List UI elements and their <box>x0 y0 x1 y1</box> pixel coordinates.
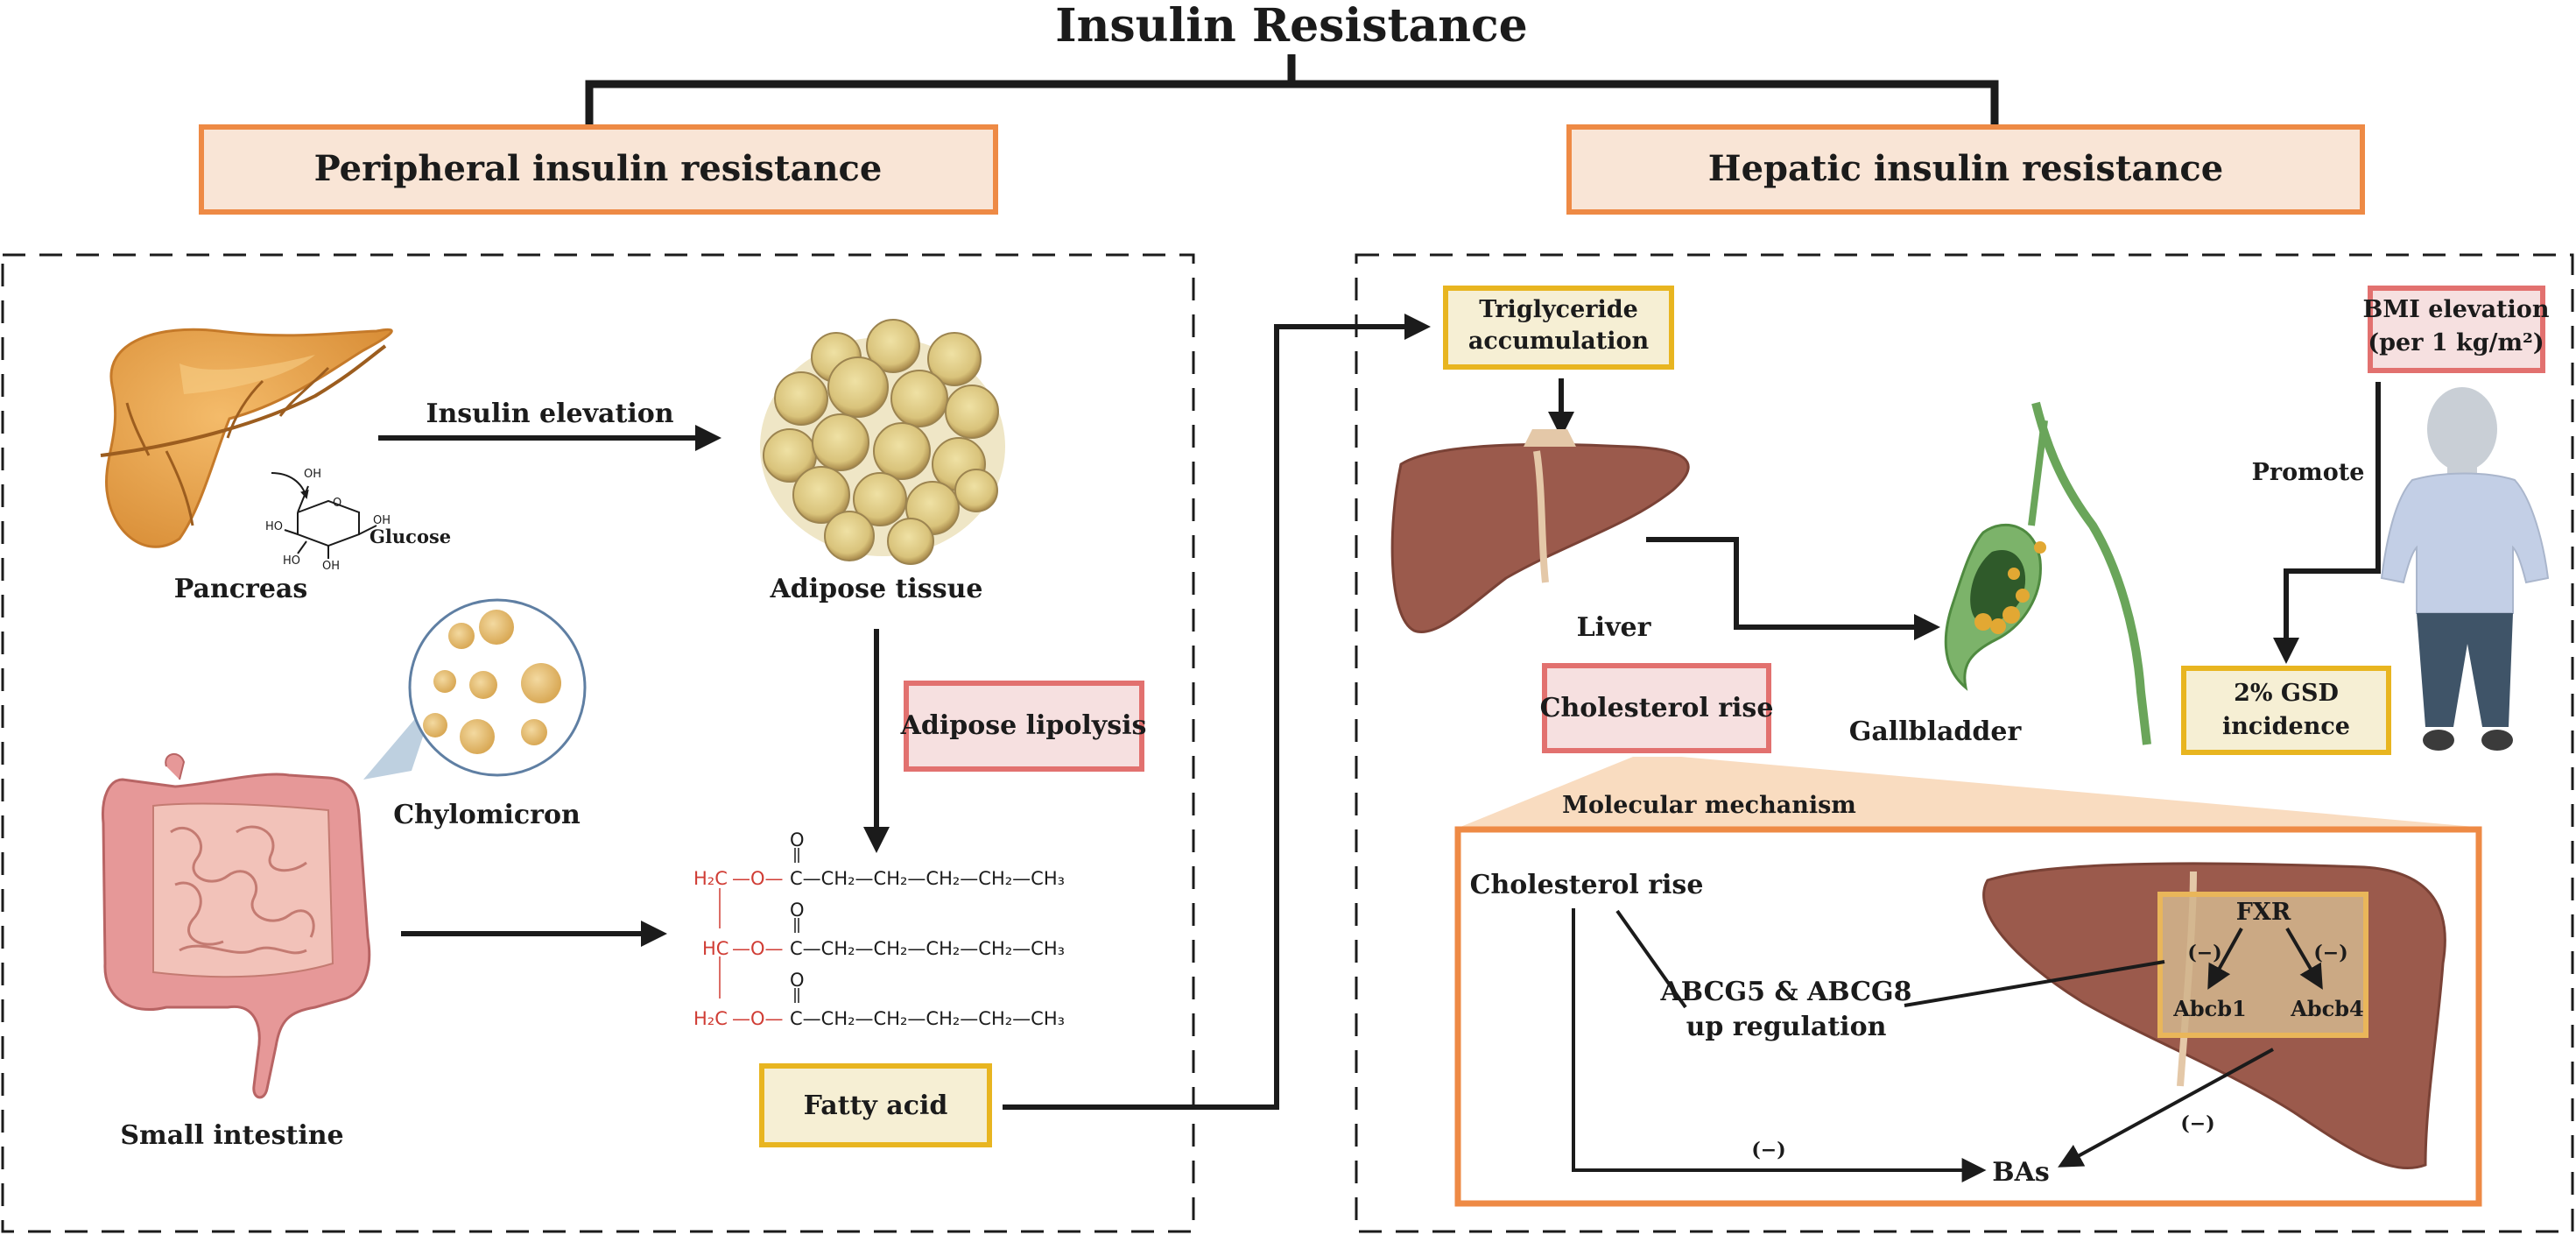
person-illustration <box>2380 387 2550 751</box>
inhibit-liver-label: (−) <box>2180 1112 2214 1135</box>
triglyceride-line1: Triglyceride <box>1479 296 1638 323</box>
chem-chain-3: C—CH₂—CH₂—CH₂—CH₂—CH₃ <box>790 1008 1065 1029</box>
fatty-acid-text: Fatty acid <box>804 1090 948 1121</box>
abcb4-label: Abcb4 <box>2290 996 2364 1021</box>
peripheral-panel <box>1 253 1195 1233</box>
hepatic-header: Hepatic insulin resistance <box>1566 124 2365 215</box>
abcg-line2: up regulation <box>1686 1012 1887 1042</box>
liver-illustration <box>1390 429 1690 633</box>
fxr-box <box>2157 892 2368 1038</box>
hepatic-panel <box>1355 253 2574 1233</box>
chylomicron-illustration <box>363 598 587 780</box>
adipose-lipolysis-box: Adipose lipolysis <box>900 681 1147 772</box>
mechanism-callout <box>1460 757 2474 827</box>
chem-carbonyl-o-3: O <box>790 970 805 991</box>
small-intestine-illustration <box>101 753 371 1099</box>
chem-carbonyl-o-2: O <box>790 900 805 921</box>
inhibit-left-label: (−) <box>2187 942 2221 964</box>
fxr-label: FXR <box>2236 899 2291 926</box>
gallbladder-label: Gallbladder <box>1849 716 2023 747</box>
adipose-lipolysis-text: Adipose lipolysis <box>900 710 1147 741</box>
chem-glycerol-2: HC <box>702 938 728 959</box>
cholesterol-to-abcg-line <box>1615 909 1687 1009</box>
cholesterol-rise-box: Cholesterol rise <box>1540 663 1774 753</box>
peripheral-header: Peripheral insulin resistance <box>199 124 998 215</box>
gallbladder-illustration <box>1944 401 2151 745</box>
fxr-to-abcb4-arrow <box>2285 927 2323 990</box>
glucose-label: Glucose <box>370 526 451 547</box>
chem-ester-1: —O— <box>732 868 784 889</box>
chem-glycerol-3: H₂C <box>693 1008 728 1029</box>
adipose-tissue-illustration <box>760 319 1005 565</box>
cholesterol-to-bas-arrow <box>1572 908 1987 1182</box>
triglyceride-structure <box>719 848 799 1003</box>
inhibit-bottom-label: (−) <box>1751 1139 1785 1161</box>
bmi-line1: BMI elevation <box>2363 296 2550 323</box>
cholesterol-rise-box-text: Cholesterol rise <box>1540 693 1774 723</box>
hepatic-header-text: Hepatic insulin resistance <box>1708 148 2223 189</box>
fatty-acid-box: Fatty acid <box>759 1063 992 1147</box>
mechanism-cholesterol-rise: Cholesterol rise <box>1470 870 1704 900</box>
abcb1-label: Abcb1 <box>2172 996 2247 1021</box>
abcg-to-fxr-line <box>1904 960 2165 1007</box>
glucose-ho-bottom: HO <box>283 554 300 568</box>
pancreas-label: Pancreas <box>174 574 308 604</box>
glucose-oh-top: OH <box>304 468 321 481</box>
glucose-oh-right: OH <box>373 514 391 527</box>
glucose-curved-arrow <box>271 472 309 499</box>
gsd-line2: incidence <box>2222 713 2350 740</box>
promote-label: Promote <box>2252 459 2365 486</box>
chem-chain-1: C—CH₂—CH₂—CH₂—CH₂—CH₃ <box>790 868 1065 889</box>
bmi-line2: (per 1 kg/m²) <box>2368 329 2544 356</box>
gsd-incidence-box: 2% GSD incidence <box>2181 666 2391 755</box>
glucose-molecule <box>284 485 377 559</box>
chem-chain-2: C—CH₂—CH₂—CH₂—CH₂—CH₃ <box>790 938 1065 959</box>
liver-label: Liver <box>1577 612 1652 643</box>
chem-carbonyl-o-1: O <box>790 829 805 850</box>
abcg-line1: ABCG5 & ABCG8 <box>1659 977 1911 1007</box>
mechanism-header: Molecular mechanism <box>1562 792 1856 819</box>
chem-glycerol-1: H₂C <box>693 868 728 889</box>
chem-ester-3: —O— <box>732 1008 784 1029</box>
glucose-ring-o: O <box>333 497 341 510</box>
triglyceride-box: Triglyceride accumulation <box>1443 286 1674 370</box>
glucose-oh-bottom: OH <box>322 560 340 573</box>
bmi-box: BMI elevation (per 1 kg/m²) <box>2363 286 2550 373</box>
inhibit-right-label: (−) <box>2313 942 2347 964</box>
small-intestine-label: Small intestine <box>120 1120 343 1151</box>
peripheral-header-text: Peripheral insulin resistance <box>314 148 883 189</box>
chem-ester-2: —O— <box>732 938 784 959</box>
insulin-elevation-label: Insulin elevation <box>426 399 673 429</box>
chylomicron-label: Chylomicron <box>393 800 581 830</box>
fatty-acid-to-triglyceride-arrow <box>1003 314 1431 1110</box>
liver-to-bas-arrow <box>2058 1048 2274 1168</box>
pancreas-illustration <box>100 328 393 548</box>
liver-to-gallbladder-arrow <box>1646 537 1940 640</box>
adipose-tissue-label: Adipose tissue <box>770 574 983 604</box>
diagram-title: Insulin Resistance <box>1055 0 1528 53</box>
fxr-to-abcb1-arrow <box>2207 928 2243 990</box>
glucose-ho-left: HO <box>265 520 283 533</box>
triglyceride-line2: accumulation <box>1468 328 1650 355</box>
bas-label: BAs <box>1992 1157 2050 1188</box>
gsd-line1: 2% GSD <box>2234 680 2339 707</box>
tree-connector <box>585 54 1999 125</box>
bmi-to-gsd-arrow <box>2273 382 2381 664</box>
